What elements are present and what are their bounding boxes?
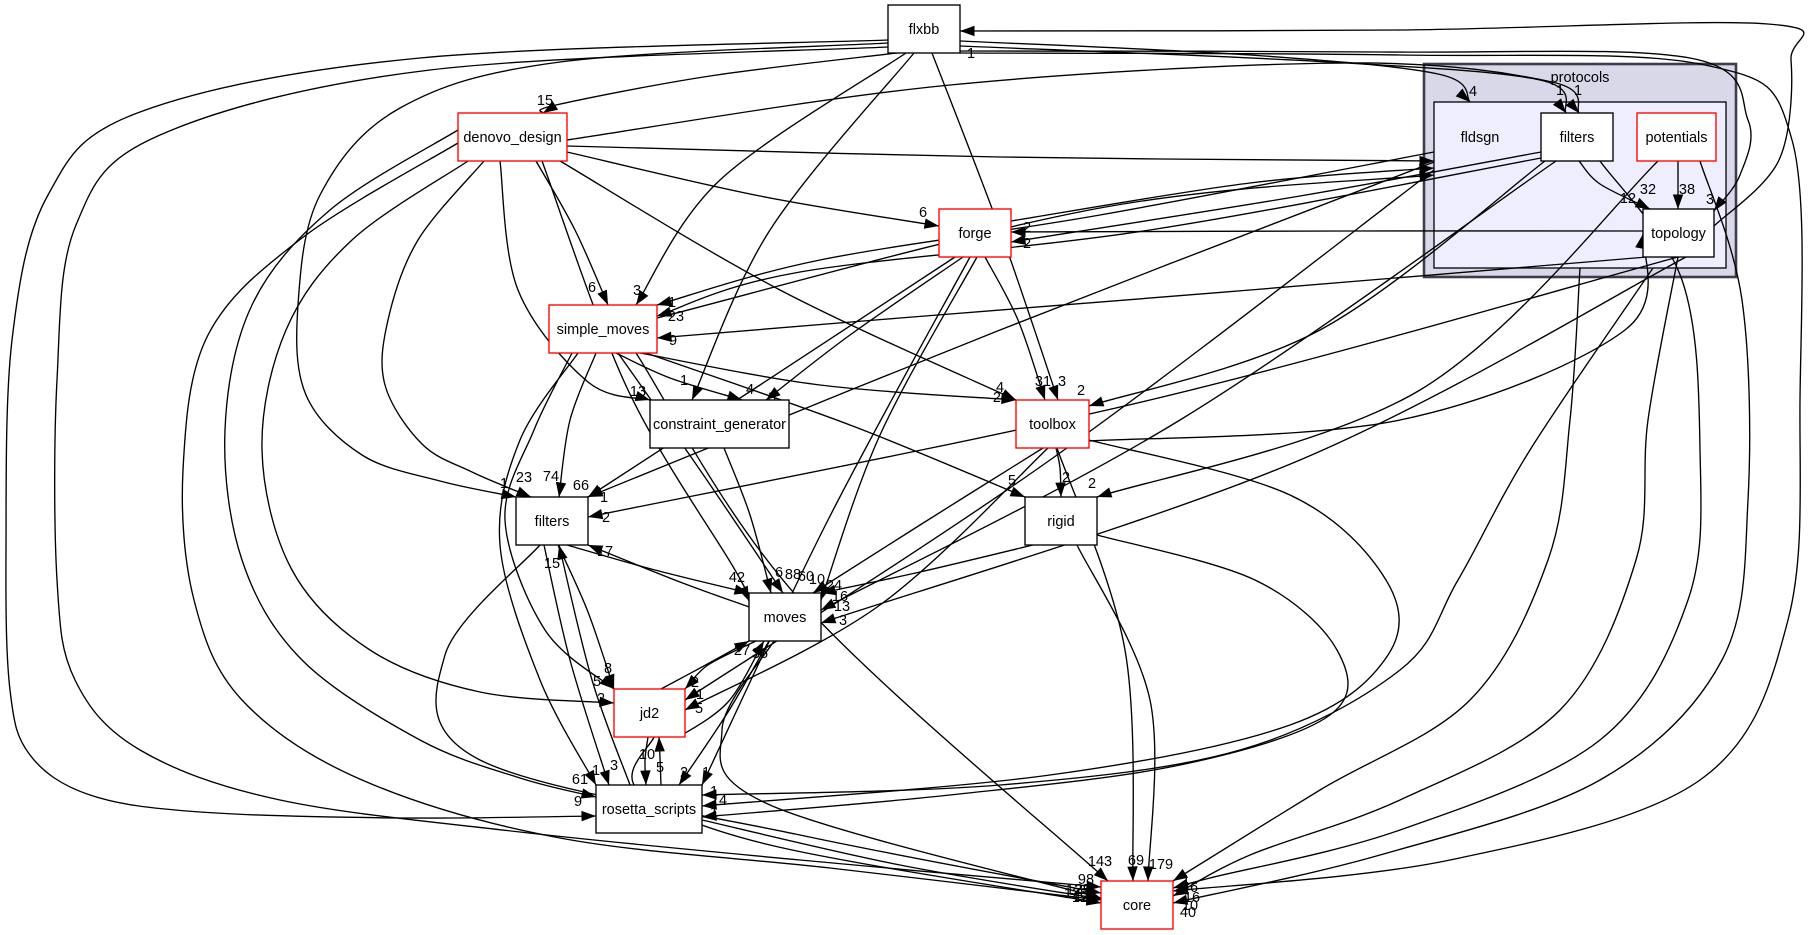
svg-text:denovo_design: denovo_design (463, 130, 561, 146)
svg-text:3: 3 (633, 283, 641, 299)
svg-text:24: 24 (826, 578, 842, 594)
svg-text:1: 1 (600, 490, 608, 506)
svg-text:rigid: rigid (1047, 514, 1074, 530)
svg-text:1: 1 (702, 765, 710, 781)
svg-text:179: 179 (1149, 857, 1173, 873)
svg-text:13: 13 (834, 599, 850, 615)
svg-text:32: 32 (1640, 182, 1656, 198)
svg-text:flxbb: flxbb (909, 22, 940, 38)
svg-text:27: 27 (734, 643, 750, 659)
svg-text:17: 17 (597, 544, 613, 560)
svg-text:fldsgn: fldsgn (1461, 130, 1500, 146)
svg-text:2: 2 (1062, 470, 1070, 486)
svg-text:12: 12 (1620, 191, 1636, 207)
svg-text:2: 2 (1088, 476, 1096, 492)
svg-text:23: 23 (668, 309, 684, 325)
svg-text:4: 4 (1469, 84, 1477, 100)
svg-text:12: 12 (1072, 890, 1088, 906)
svg-text:4: 4 (996, 380, 1004, 396)
svg-text:1: 1 (710, 805, 718, 821)
svg-text:filters: filters (535, 514, 570, 530)
svg-text:6: 6 (775, 565, 783, 581)
svg-text:14: 14 (711, 793, 727, 809)
svg-text:protocols: protocols (1551, 70, 1610, 86)
svg-text:potentials: potentials (1645, 130, 1707, 146)
svg-text:3: 3 (1058, 374, 1066, 390)
svg-text:rosetta_scripts: rosetta_scripts (602, 802, 696, 818)
svg-text:3: 3 (610, 758, 618, 774)
svg-text:69: 69 (1128, 853, 1144, 869)
svg-text:6: 6 (919, 205, 927, 221)
svg-text:simple_moves: simple_moves (557, 322, 650, 338)
svg-text:1: 1 (967, 46, 975, 62)
svg-text:88: 88 (785, 567, 801, 583)
svg-text:topology: topology (1651, 226, 1707, 242)
svg-text:10: 10 (1182, 898, 1198, 914)
svg-text:1: 1 (500, 476, 508, 492)
svg-text:2: 2 (680, 765, 688, 781)
svg-text:1: 1 (668, 295, 676, 311)
svg-text:3: 3 (839, 613, 847, 629)
svg-text:38: 38 (1679, 182, 1695, 198)
svg-text:jd2: jd2 (639, 706, 659, 722)
svg-text:74: 74 (543, 469, 559, 485)
svg-text:forge: forge (958, 226, 991, 242)
svg-text:1: 1 (1556, 83, 1564, 99)
svg-text:143: 143 (1088, 854, 1112, 870)
svg-text:16: 16 (1184, 890, 1200, 906)
svg-text:1: 1 (592, 763, 600, 779)
svg-text:15: 15 (544, 556, 560, 572)
svg-text:4: 4 (746, 382, 754, 398)
svg-text:40: 40 (1180, 905, 1196, 921)
svg-text:1: 1 (696, 687, 704, 703)
svg-text:16: 16 (832, 589, 848, 605)
svg-text:toolbox: toolbox (1029, 417, 1077, 433)
svg-text:constraint_generator: constraint_generator (653, 417, 786, 433)
svg-text:6: 6 (588, 280, 596, 296)
svg-text:61: 61 (572, 772, 588, 788)
svg-text:8: 8 (604, 661, 612, 677)
svg-text:2: 2 (597, 691, 605, 707)
svg-text:3: 3 (768, 390, 776, 406)
svg-text:2: 2 (1023, 236, 1031, 252)
svg-text:5: 5 (695, 701, 703, 717)
svg-text:15: 15 (537, 93, 553, 109)
svg-text:2: 2 (691, 675, 699, 691)
svg-text:10: 10 (639, 747, 655, 763)
svg-text:9: 9 (574, 794, 582, 810)
svg-text:1: 1 (710, 784, 718, 800)
svg-text:5: 5 (593, 674, 601, 690)
svg-text:23: 23 (516, 470, 532, 486)
svg-text:2: 2 (1077, 383, 1085, 399)
svg-text:2: 2 (1023, 220, 1031, 236)
svg-text:98: 98 (1078, 872, 1094, 888)
svg-text:3: 3 (1706, 192, 1714, 208)
svg-text:core: core (1123, 898, 1151, 914)
svg-text:9: 9 (669, 333, 677, 349)
svg-text:filters: filters (1560, 130, 1595, 146)
svg-text:31: 31 (1035, 374, 1051, 390)
svg-text:5: 5 (1008, 473, 1016, 489)
svg-text:2: 2 (602, 510, 610, 526)
svg-text:1: 1 (680, 373, 688, 389)
svg-text:10: 10 (809, 572, 825, 588)
svg-text:1: 1 (1574, 83, 1582, 99)
svg-text:moves: moves (764, 610, 807, 626)
svg-text:66: 66 (573, 478, 589, 494)
